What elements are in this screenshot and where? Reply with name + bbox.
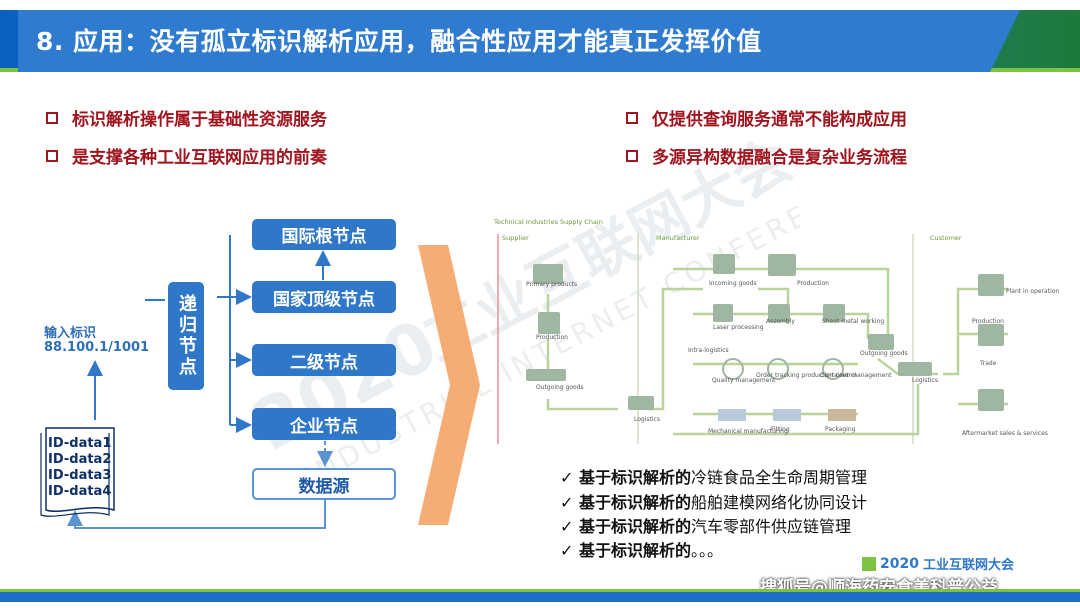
sc-label: Aftermarket sales & services (962, 430, 1048, 437)
sc-section-customer: Customer (930, 234, 962, 242)
checklist-item: ✓ 基于标识解析的冷链食品全生命周期管理 (560, 468, 868, 487)
sc-label: Laser processing (713, 324, 764, 331)
sc-label: Production (797, 280, 829, 287)
sc-label: Quality management (712, 377, 776, 384)
checklist-item: ✓ 基于标识解析的船舶建模网络化协同设计 (560, 493, 868, 512)
bullet-right-1: 仅提供查询服务通常不能构成应用 (626, 105, 907, 130)
sc-label: Production (972, 318, 1004, 325)
id-data-stack: ID-data1 ID-data2 ID-data3 ID-data4 (48, 436, 111, 500)
logo-mark-icon (862, 556, 876, 571)
sc-label: Container management (820, 372, 892, 379)
check-icon: ✓ (560, 468, 579, 487)
page-title: 8. 应用：没有孤立标识解析应用，融合性应用才能真正发挥价值 (36, 27, 762, 56)
check-icon: ✓ (560, 517, 579, 536)
checklist-item: ✓ 基于标识解析的。。。 (560, 541, 724, 560)
id-data-line: ID-data2 (48, 452, 112, 467)
node-national-top: 国家顶级节点 (252, 281, 396, 313)
bullet-left-1: 标识解析操作属于基础性资源服务 (46, 105, 327, 130)
supply-chain-diagram (497, 234, 1008, 444)
sc-label: Packaging (825, 426, 856, 433)
node-international-root: 国际根节点 (252, 219, 396, 250)
bullet-square-icon (626, 111, 638, 124)
input-label: 输入标识 (44, 326, 97, 341)
sc-label: Order tracking production control (756, 372, 857, 379)
bullet-square-icon (626, 149, 638, 162)
sc-label: Logistics (912, 377, 938, 384)
input-value: 88.100.1/1001 (44, 340, 150, 355)
title-banner-inner (18, 10, 1020, 72)
title-banner (0, 10, 1080, 72)
bullet-square-icon (46, 111, 58, 124)
check-icon: ✓ (560, 541, 579, 560)
conference-logo: 2020 工业互联网大会 (862, 554, 1014, 573)
sc-label: Mechanical manufacturing (708, 428, 788, 435)
sc-label: Outgoing goods (860, 350, 908, 357)
sc-section-manufacturer: Manufacturer (656, 234, 700, 242)
node-enterprise: 企业节点 (252, 408, 396, 440)
id-data-line: ID-data4 (48, 484, 112, 499)
sc-title: Technical Industries Supply Chain (494, 218, 603, 226)
sc-label: Incoming goods (709, 280, 757, 287)
recursive-node: 递归节点 (168, 282, 204, 390)
sc-label: Assembly (766, 318, 795, 325)
sc-label: Trade (980, 360, 997, 367)
node-data-source: 数据源 (252, 468, 396, 500)
bullet-left-2: 是支撑各种工业互联网应用的前奏 (46, 143, 327, 168)
sc-label: Fitting (771, 426, 790, 433)
check-icon: ✓ (560, 493, 579, 512)
sc-label: Production (536, 334, 568, 341)
sc-label: Sheet metal working (822, 318, 885, 325)
footer-blue-bar (0, 592, 1080, 602)
sc-label: Outgoing goods (536, 384, 584, 391)
footer-green-line (0, 589, 1080, 592)
id-data-line: ID-data3 (48, 468, 112, 483)
node-secondary: 二级节点 (252, 344, 396, 376)
flow-arrow-icon (418, 245, 480, 525)
bullet-right-2: 多源异构数据融合是复杂业务流程 (626, 143, 907, 168)
sc-label: Intra-logistics (688, 347, 729, 354)
sc-label: Plant in operation (1006, 288, 1060, 295)
bullet-square-icon (46, 149, 58, 162)
sc-section-supplier: Supplier (502, 234, 529, 242)
sc-label: Logistics (634, 416, 660, 423)
sc-label: Primary products (526, 281, 578, 288)
id-data-line: ID-data1 (48, 436, 112, 451)
checklist-item: ✓ 基于标识解析的汽车零部件供应链管理 (560, 517, 852, 536)
